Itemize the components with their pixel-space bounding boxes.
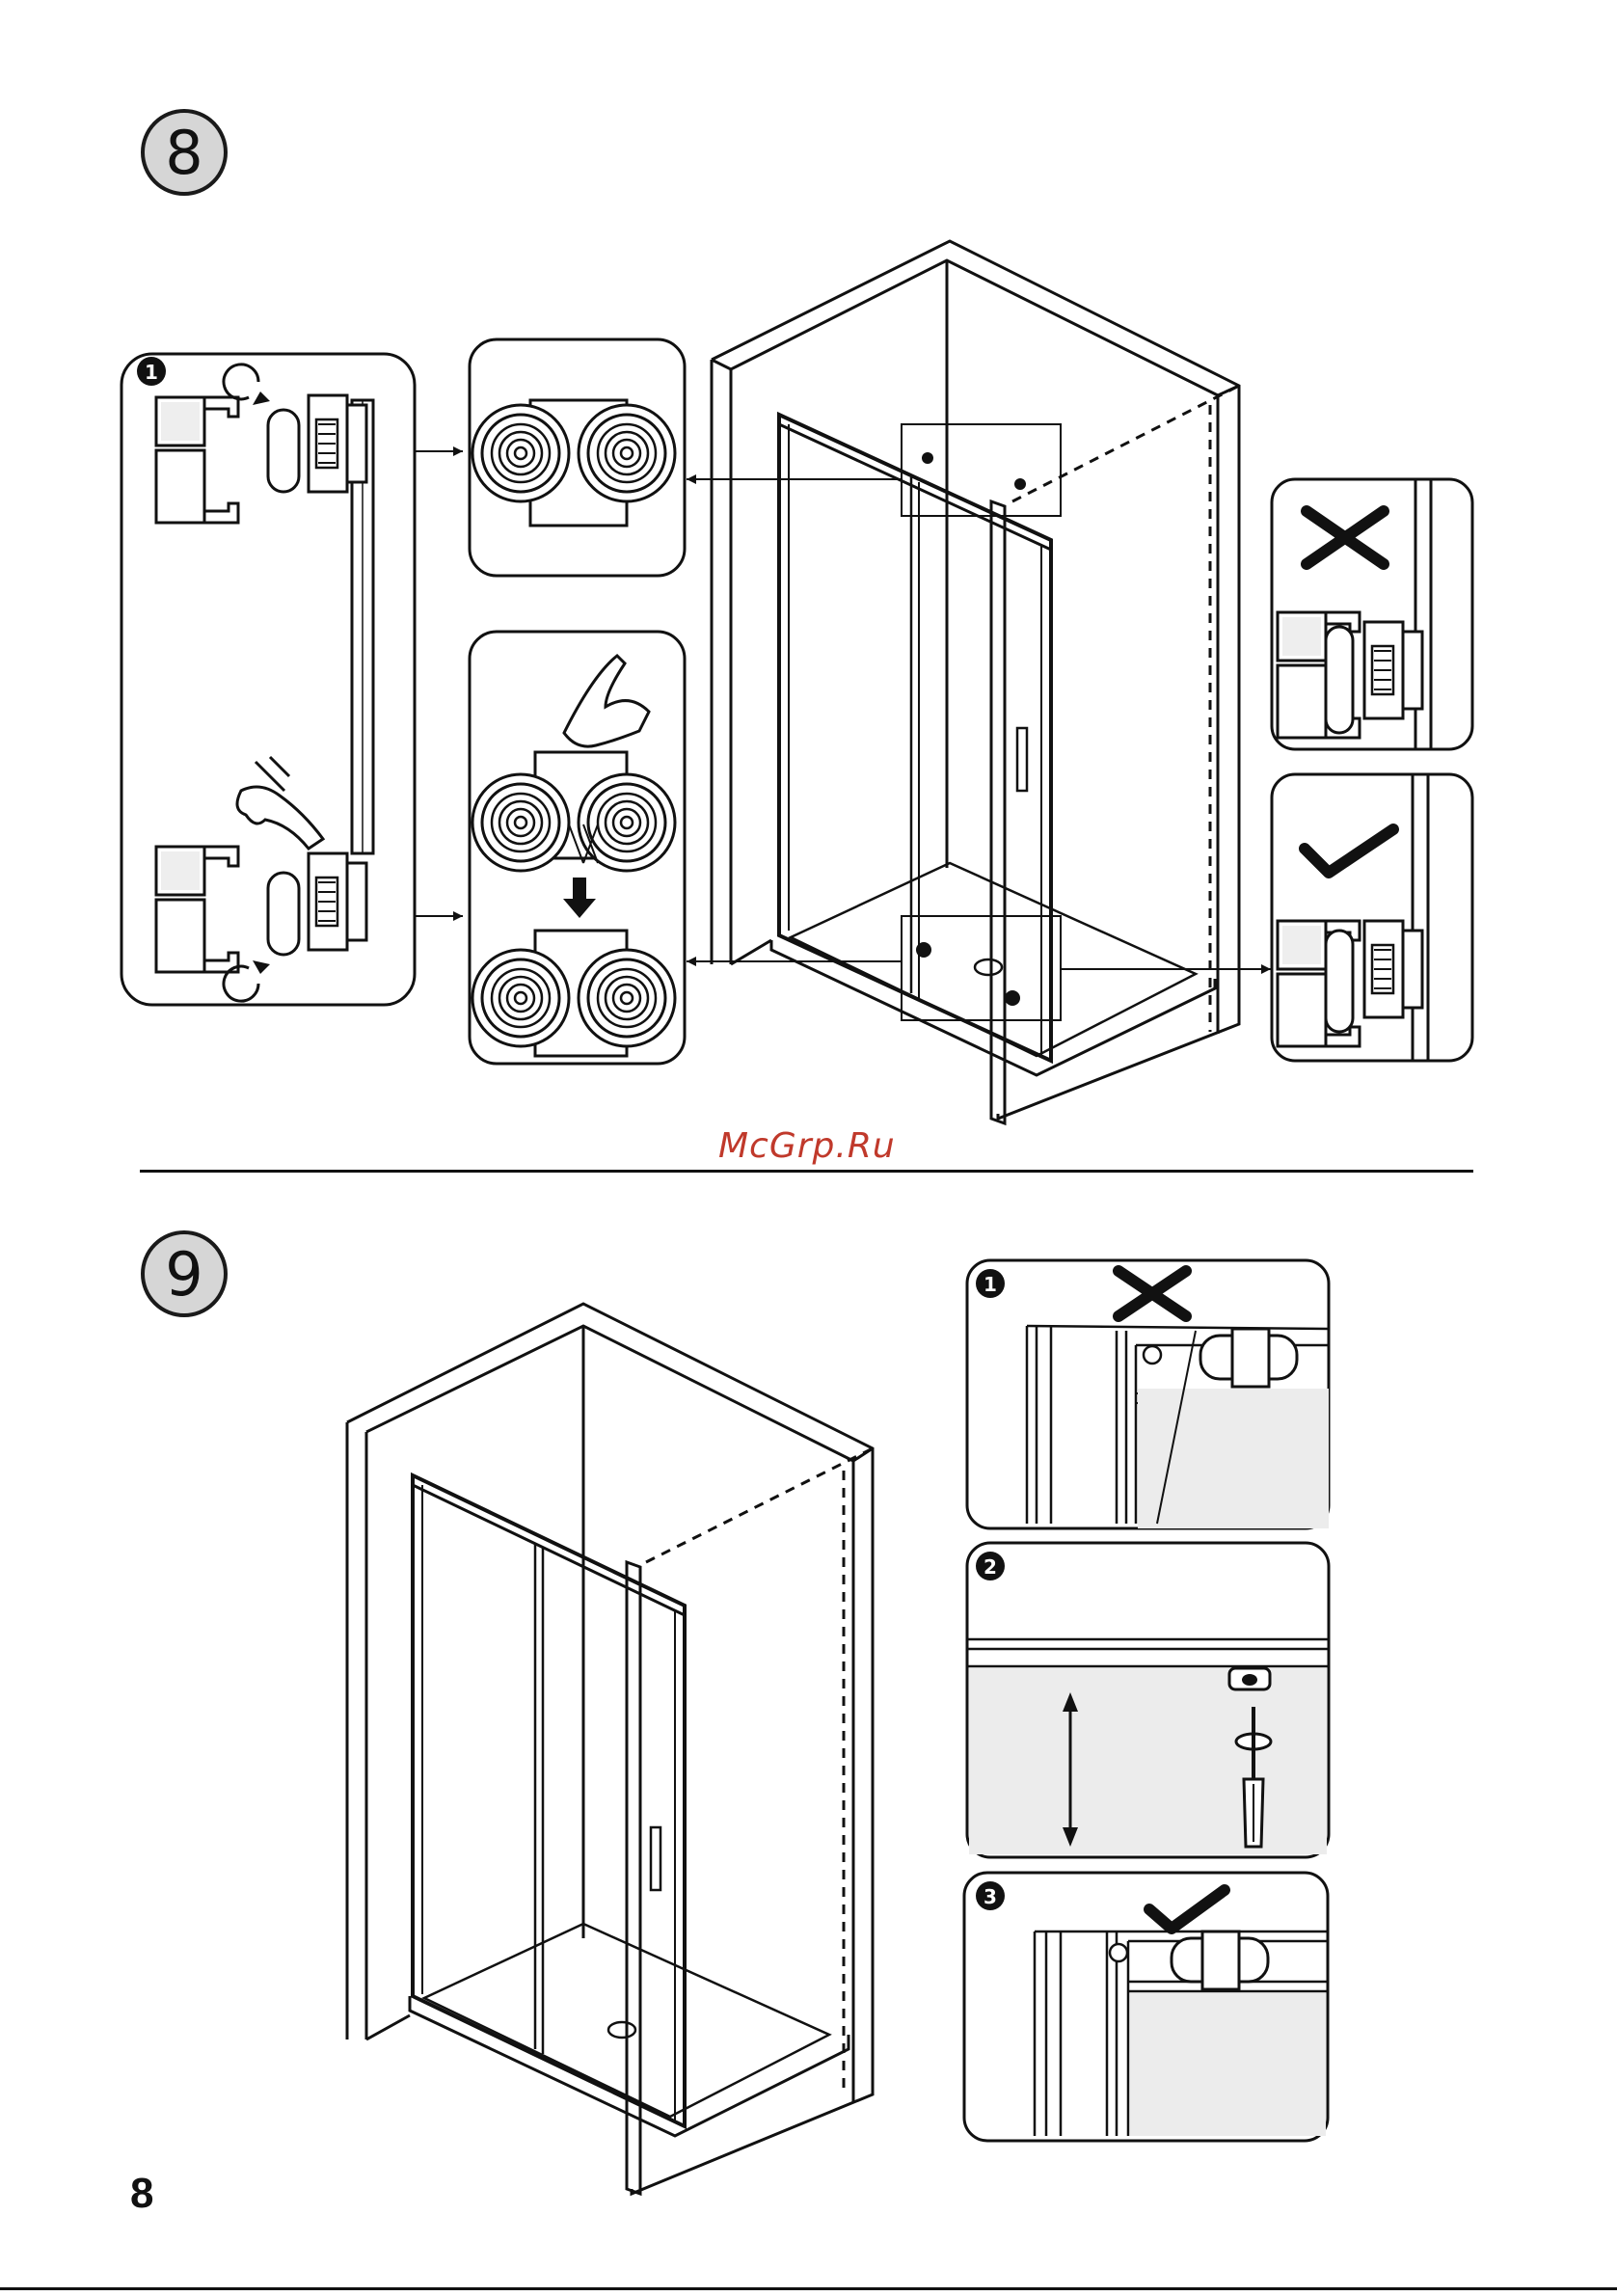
bracket-top	[309, 395, 366, 492]
badge-8-1: 1	[145, 361, 158, 384]
bracket-bottom	[309, 853, 366, 950]
page-number: 8	[130, 2170, 153, 2218]
badge-9-3: 3	[984, 1885, 997, 1908]
badge-9-2: 2	[984, 1555, 997, 1579]
step8-correct-panel	[1272, 774, 1472, 1061]
step9-panel-3	[964, 1873, 1328, 2141]
badge-9-1: 1	[984, 1273, 997, 1296]
step8-wrong-panel	[1272, 479, 1472, 749]
step8-roller-panel-bottom	[470, 632, 685, 1064]
step9-panel-2	[967, 1543, 1329, 1857]
step9-enclosure	[347, 1304, 873, 2194]
watermark: McGrp.Ru	[718, 1126, 896, 1166]
step9-panel-1	[967, 1260, 1329, 1528]
step8-roller-panel-top	[470, 339, 685, 576]
step8-panel-1	[121, 354, 415, 1005]
step8-enclosure	[712, 241, 1239, 1123]
section-divider	[140, 1170, 1473, 1173]
footer-rule	[0, 2287, 1617, 2290]
